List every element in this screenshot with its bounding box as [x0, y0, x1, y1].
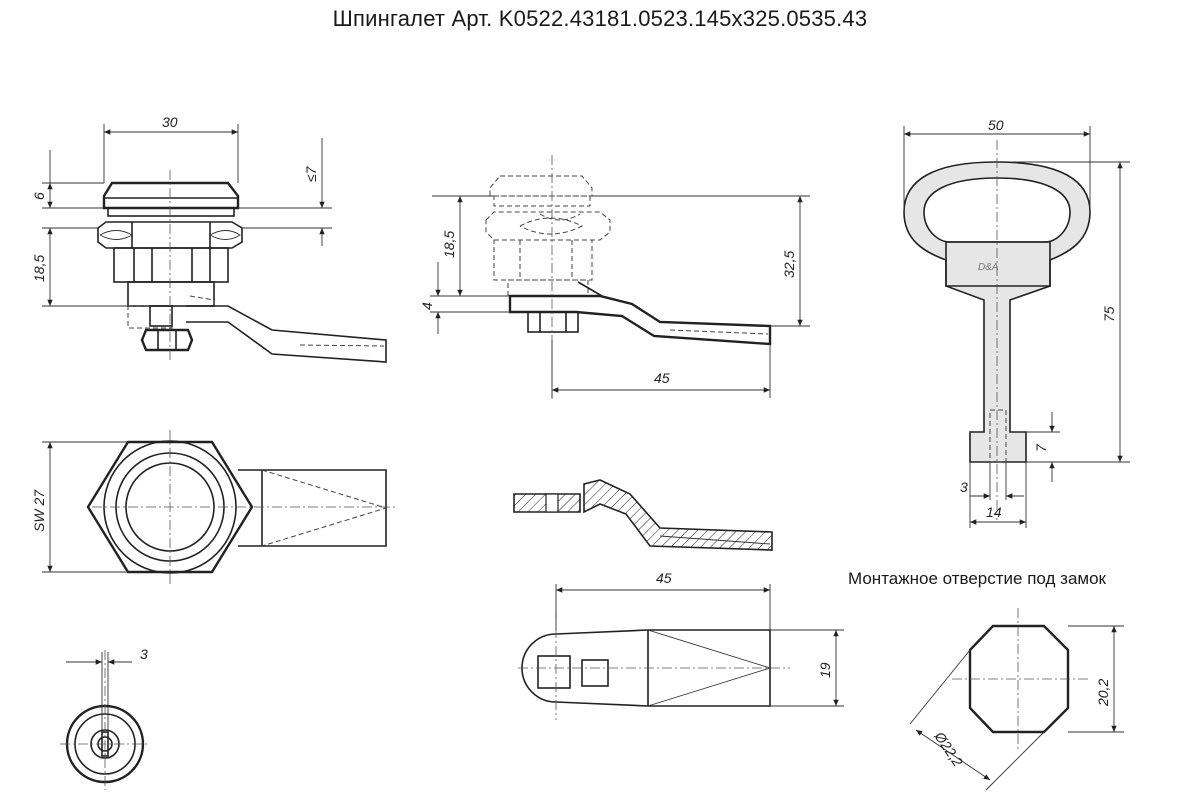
dim-lock-width: 30 — [162, 114, 178, 130]
side-view: 18,5 4 32,5 45 — [419, 155, 810, 400]
cam-plan: 45 19 — [518, 570, 844, 720]
dim-hex-size: SW 27 — [31, 489, 47, 532]
dim-cam-offset: 4 — [419, 302, 435, 310]
dim-side-body-height: 18,5 — [441, 231, 457, 258]
dim-key-length: 75 — [1101, 306, 1117, 322]
dim-key-slot: 3 — [960, 479, 968, 495]
dim-hole-flat: 20,2 — [1095, 679, 1111, 707]
dim-key-tip-width: 14 — [986, 504, 1002, 520]
front-view: 30 6 18,5 ≤7 — [31, 114, 387, 363]
dim-cam-length-bottom: 45 — [656, 570, 672, 586]
dim-cap-height: 6 — [31, 192, 47, 200]
dim-slot-width: 3 — [140, 646, 148, 662]
key-view: D&A 50 75 7 3 14 — [903, 117, 1130, 528]
dim-cam-width: 19 — [817, 662, 833, 678]
mounting-hole-caption: Монтажное отверстие под замок — [848, 569, 1106, 588]
top-view: SW 27 — [31, 430, 395, 585]
dim-hole-diameter: Ø22,2 — [931, 728, 966, 770]
mounting-hole-view: 20,2 Ø22,2 — [909, 608, 1124, 791]
dim-key-tip-height: 7 — [1033, 443, 1049, 452]
key-brand-logo: D&A — [978, 262, 999, 273]
page-title: Шпингалет Арт. K0522.43181.0523.145x325.… — [332, 6, 868, 31]
dim-overall-height: 32,5 — [781, 251, 797, 278]
dim-body-height: 18,5 — [31, 255, 47, 282]
dim-max-thickness: ≤7 — [303, 165, 319, 182]
bottom-view: 3 — [60, 646, 150, 790]
dim-key-width: 50 — [988, 117, 1004, 133]
cam-section — [513, 479, 773, 551]
dim-cam-length: 45 — [654, 370, 670, 386]
